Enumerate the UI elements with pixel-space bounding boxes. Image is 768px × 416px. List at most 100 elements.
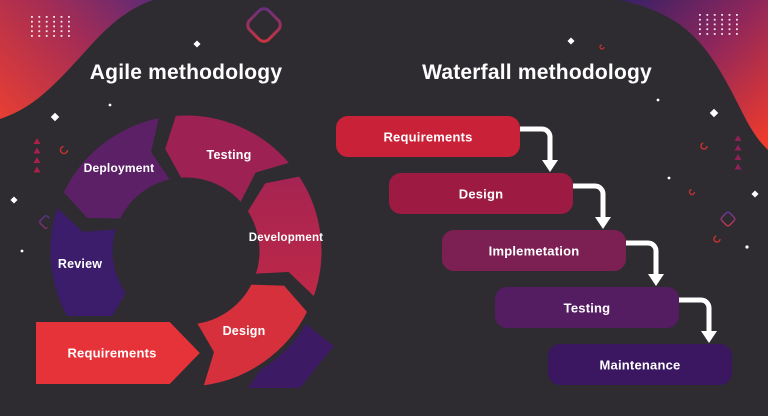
dot-grid-dot xyxy=(45,35,48,37)
dot-grid-dot xyxy=(706,28,709,31)
dot-grid-dot xyxy=(53,25,55,28)
white-dot xyxy=(656,98,660,102)
dot-grid-dot xyxy=(736,18,738,21)
triangle-marker xyxy=(33,157,41,163)
triangle-marker xyxy=(33,166,41,173)
dot-grid-dot xyxy=(736,14,738,16)
dot-grid-dot xyxy=(60,25,63,28)
dot-grid-dot xyxy=(60,20,63,23)
dot-grid-dot xyxy=(706,23,709,26)
dot-grid-dot xyxy=(699,23,701,26)
agile-ring-segment-development xyxy=(242,171,327,303)
circle-outline-icon xyxy=(713,235,721,243)
waterfall-step-label-testing: Testing xyxy=(563,300,611,316)
dot-grid-dot xyxy=(721,28,723,31)
dot-grid-dot xyxy=(699,18,701,21)
dot-grid-dot xyxy=(53,20,55,23)
connector-arrow-head xyxy=(701,331,717,343)
dot-grid-dot xyxy=(60,16,63,18)
dot-grid-dot xyxy=(68,20,70,23)
white-dot xyxy=(667,176,671,180)
agile-segment-label-testing: Testing xyxy=(206,148,252,162)
waterfall-step-label-maintenance: Maintenance xyxy=(599,357,681,373)
dot-grid-dot xyxy=(728,28,731,31)
dot-grid-dot xyxy=(31,20,33,23)
dot-grid-dot xyxy=(713,18,716,21)
dot-grid-dot xyxy=(53,30,55,33)
waterfall-step-design xyxy=(389,173,573,214)
waterfall-step-implemetation xyxy=(442,230,626,271)
dot-grid-dot xyxy=(60,30,63,33)
dot-grid-dot xyxy=(728,33,731,35)
circle-outline-icon xyxy=(599,44,605,50)
waterfall-step-maintenance xyxy=(548,344,732,385)
dot-grid-dot xyxy=(699,14,701,16)
dot-grid-dot xyxy=(38,16,41,18)
dot-grid-dot xyxy=(728,23,731,26)
dot-grid-dot xyxy=(713,33,716,35)
connector-arrow-line xyxy=(679,297,712,332)
circle-outline-icon xyxy=(59,145,69,155)
white-diamond-dot xyxy=(193,40,201,48)
agile-segment-label-design: Design xyxy=(222,324,266,338)
dot-grid-dot xyxy=(699,33,701,35)
agile-segment-label-development: Development xyxy=(248,232,324,244)
dot-grid-dot xyxy=(31,25,33,28)
agile-requirements-entry-arrow xyxy=(30,316,207,390)
dot-grid-dot xyxy=(721,14,723,16)
triangle-marker xyxy=(734,135,742,141)
waterfall-step-requirements xyxy=(336,116,520,157)
agile-ring-segment-testing xyxy=(160,110,296,209)
dot-grid-dot xyxy=(38,35,41,37)
waterfall-steps xyxy=(336,116,732,385)
dot-grid-dot xyxy=(53,35,55,37)
dot-grid-dot xyxy=(736,28,738,31)
dot-grid-dot xyxy=(736,23,738,26)
corner-gradient-top-left xyxy=(0,0,153,119)
dot-grid-dot xyxy=(45,25,48,28)
dot-grid-dot xyxy=(53,16,55,18)
triangle-marker xyxy=(33,147,41,154)
connector-arrow-head xyxy=(648,274,664,286)
white-diamond-dot xyxy=(10,196,18,204)
triangle-marker xyxy=(33,138,41,144)
decorations-generated xyxy=(31,14,742,173)
dot-grid-dot xyxy=(728,14,731,16)
dot-grid-dot xyxy=(45,16,48,18)
connector-arrow-line xyxy=(520,126,553,161)
dot-grid-dot xyxy=(45,30,48,33)
dot-grid-dot xyxy=(721,18,723,21)
dot-grid-dot xyxy=(721,23,723,26)
white-diamond-dot xyxy=(50,112,60,122)
waterfall-step-label-implemetation: Implemetation xyxy=(488,243,580,259)
dot-grid-dot xyxy=(706,14,709,16)
dot-grid-dot xyxy=(45,20,48,23)
circle-outline-icon xyxy=(688,188,696,196)
triangle-marker xyxy=(734,163,742,170)
dot-grid-dot xyxy=(68,25,70,28)
agile-cycle-ring xyxy=(45,110,327,391)
dot-grid-dot xyxy=(68,35,70,37)
triangle-marker xyxy=(734,144,742,151)
white-diamond-dot xyxy=(751,190,759,198)
white-dot xyxy=(745,245,749,249)
white-dot xyxy=(108,103,112,107)
circle-outline-icon xyxy=(700,142,708,150)
dot-grid-dot xyxy=(736,33,738,35)
connector-arrow-head xyxy=(595,217,611,229)
dot-grid-dot xyxy=(38,20,41,23)
dot-grid-dot xyxy=(31,35,33,37)
dot-grid-dot xyxy=(31,16,33,18)
diamond-outline-icon xyxy=(720,211,736,227)
dot-grid-dot xyxy=(713,23,716,26)
dot-grid-dot xyxy=(721,33,723,35)
dot-grid-dot xyxy=(31,30,33,33)
dot-grid-dot xyxy=(68,30,70,33)
dot-grid-dot xyxy=(38,25,41,28)
diamond-outline-icon xyxy=(246,7,282,43)
agile-ring-segment-design xyxy=(190,279,313,391)
white-diamond-dot xyxy=(709,108,719,118)
dot-grid-dot xyxy=(713,28,716,31)
waterfall-section-title: Waterfall methodology xyxy=(422,61,652,84)
